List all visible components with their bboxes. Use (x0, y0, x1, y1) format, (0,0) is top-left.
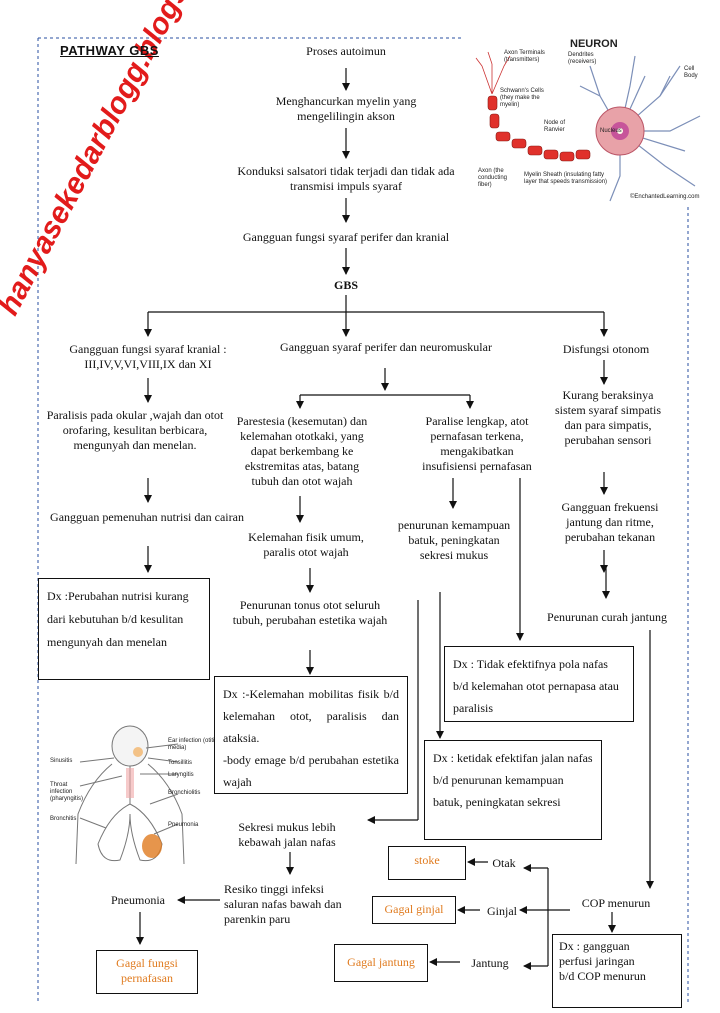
dx-perfusi-text: Dx : gangguan perfusi jaringan b/d COP m… (559, 939, 646, 983)
dx-nutrisi-text: Dx :Perubahan nutrisi kurang dari kebutu… (47, 589, 189, 649)
dx-jalan-nafas-text: Dx : ketidak efektifan jalan nafas b/d p… (433, 751, 593, 809)
dx-pola-nafas-text: Dx : Tidak efektifnya pola nafas b/d kel… (453, 657, 619, 715)
node-gangguan-frekuensi: Gangguan frekuensi jantung dan ritme, pe… (561, 500, 659, 544)
gagal-ginjal-box: Gagal ginjal (372, 896, 456, 924)
node-otak: Otak (492, 856, 516, 870)
node-gangguan-fungsi-syaraf: Gangguan fungsi syaraf perifer dan krani… (242, 230, 450, 244)
node-penurunan-curah: Penurunan curah jantung (547, 610, 667, 624)
node-jantung: Jantung (471, 956, 509, 970)
node-ginjal: Ginjal (487, 904, 517, 918)
anatomy-label-ear: Ear infection (otitis media) (168, 738, 218, 751)
stoke-box: stoke (388, 846, 466, 880)
node-paralise-lengkap: Paralise lengkap, atot pernafasan terken… (422, 414, 532, 473)
node-parestesia: Parestesia (kesemutan) dan kelemahan oto… (236, 414, 368, 488)
node-penurunan-batuk: penurunan kemampuan batuk, peningkatan s… (397, 518, 511, 562)
node-cop-menurun: COP menurun (581, 896, 651, 910)
anatomy-label-tonsillitis: Tonsillitis (168, 760, 193, 766)
neuron-label-myelin: Myelin Sheath (insulating fatty layer th… (524, 172, 608, 185)
dx-nutrisi-box: Dx :Perubahan nutrisi kurang dari kebutu… (38, 578, 210, 680)
node-disfungsi-otonom: Disfungsi otonom (562, 342, 650, 356)
neuron-label-axon: Axon (the conducting fiber) (478, 168, 508, 188)
anatomy-label-laryngitis: Laryngitis (168, 772, 194, 778)
neuron-label-schwann: Schwann's Cells (they make the myelin) (500, 88, 544, 108)
node-gangguan-nutrisi: Gangguan pemenuhan nutrisi dan cairan (50, 510, 244, 524)
node-resiko-infeksi: Resiko tinggi infeksi saluran nafas bawa… (224, 882, 342, 926)
anatomy-drawing (75, 725, 185, 865)
gagal-ginjal-text: Gagal ginjal (384, 902, 444, 916)
neuron-title: NEURON (570, 38, 618, 50)
gagal-fungsi-text: Gagal fungsi pernafasan (116, 956, 178, 985)
gagal-fungsi-box: Gagal fungsi pernafasan (96, 950, 198, 994)
gagal-jantung-box: Gagal jantung (334, 944, 428, 982)
dx-perfusi-box: Dx : gangguan perfusi jaringan b/d COP m… (552, 934, 682, 1008)
neuron-illustration: NEURON Axon Terminals (transmitters) Den… (470, 36, 710, 204)
anatomy-label-pneumonia: Pneumonia (168, 822, 199, 828)
dx-jalan-nafas-box: Dx : ketidak efektifan jalan nafas b/d p… (424, 740, 602, 840)
neuron-label-credit: ©EnchantedLearning.com (630, 194, 700, 200)
node-gangguan-perifer: Gangguan syaraf perifer dan neuromuskula… (280, 340, 492, 354)
stoke-text: stoke (414, 853, 440, 867)
node-kurang-beraksi: Kurang beraksinya sistem syaraf simpatis… (555, 388, 661, 447)
gagal-jantung-text: Gagal jantung (347, 955, 415, 969)
dashed-frame (37, 37, 689, 1004)
node-kelemahan-fisik: Kelemahan fisik umum, paralis otot wajah (248, 530, 364, 559)
node-pneumonia: Pneumonia (111, 893, 165, 907)
node-sekresi-mukus: Sekresi mukus lebih kebawah jalan nafas (238, 820, 336, 849)
dx-mobilitas-text: Dx :-Kelemahan mobilitas fisik b/d kelem… (223, 687, 399, 745)
page-title: PATHWAY GBS (60, 43, 159, 58)
node-proses-autoimun: Proses autoimun (306, 44, 386, 58)
dx-pola-nafas-box: Dx : Tidak efektifnya pola nafas b/d kel… (444, 646, 634, 722)
node-konduksi-salsatori: Konduksi salsatori tidak terjadi dan tid… (237, 164, 455, 193)
node-penurunan-tonus: Penurunan tonus otot seluruh tubuh, peru… (232, 598, 388, 627)
dx-mobilitas-box: Dx :-Kelemahan mobilitas fisik b/d kelem… (214, 676, 408, 794)
neuron-label-cell-body: Cell Body (684, 66, 698, 79)
respiratory-anatomy-illustration: Sinusitis Ear infection (otitis media) T… (50, 724, 220, 874)
anatomy-label-sinusitis: Sinusitis (50, 758, 73, 764)
neuron-label-axon-terminals: Axon Terminals (transmitters) (504, 50, 545, 63)
neuron-label-node-ranvier: Node of Ranvier (544, 120, 566, 133)
neuron-label-nucleus: Nucleus (600, 128, 622, 134)
node-gangguan-kranial: Gangguan fungsi syaraf kranial : III,IV,… (69, 342, 227, 371)
anatomy-label-bronchiolitis: Bronchiolitis (168, 790, 201, 796)
anatomy-label-bronchitis: Bronchitis (50, 816, 77, 822)
neuron-drawing (475, 51, 701, 202)
anatomy-label-throat: Throat infection (pharyngitis) (50, 782, 84, 802)
dx-body-image-text: -body emage b/d perubahan estetika wajah (223, 753, 399, 789)
node-hancurkan-myelin: Menghancurkan myelin yang mengelilingin … (275, 94, 417, 123)
node-paralisis-okular: Paralisis pada okular ,wajah dan otot or… (46, 408, 224, 452)
neuron-label-dendrites: Dendrites (receivers) (568, 52, 597, 65)
node-gbs: GBS (333, 278, 358, 292)
